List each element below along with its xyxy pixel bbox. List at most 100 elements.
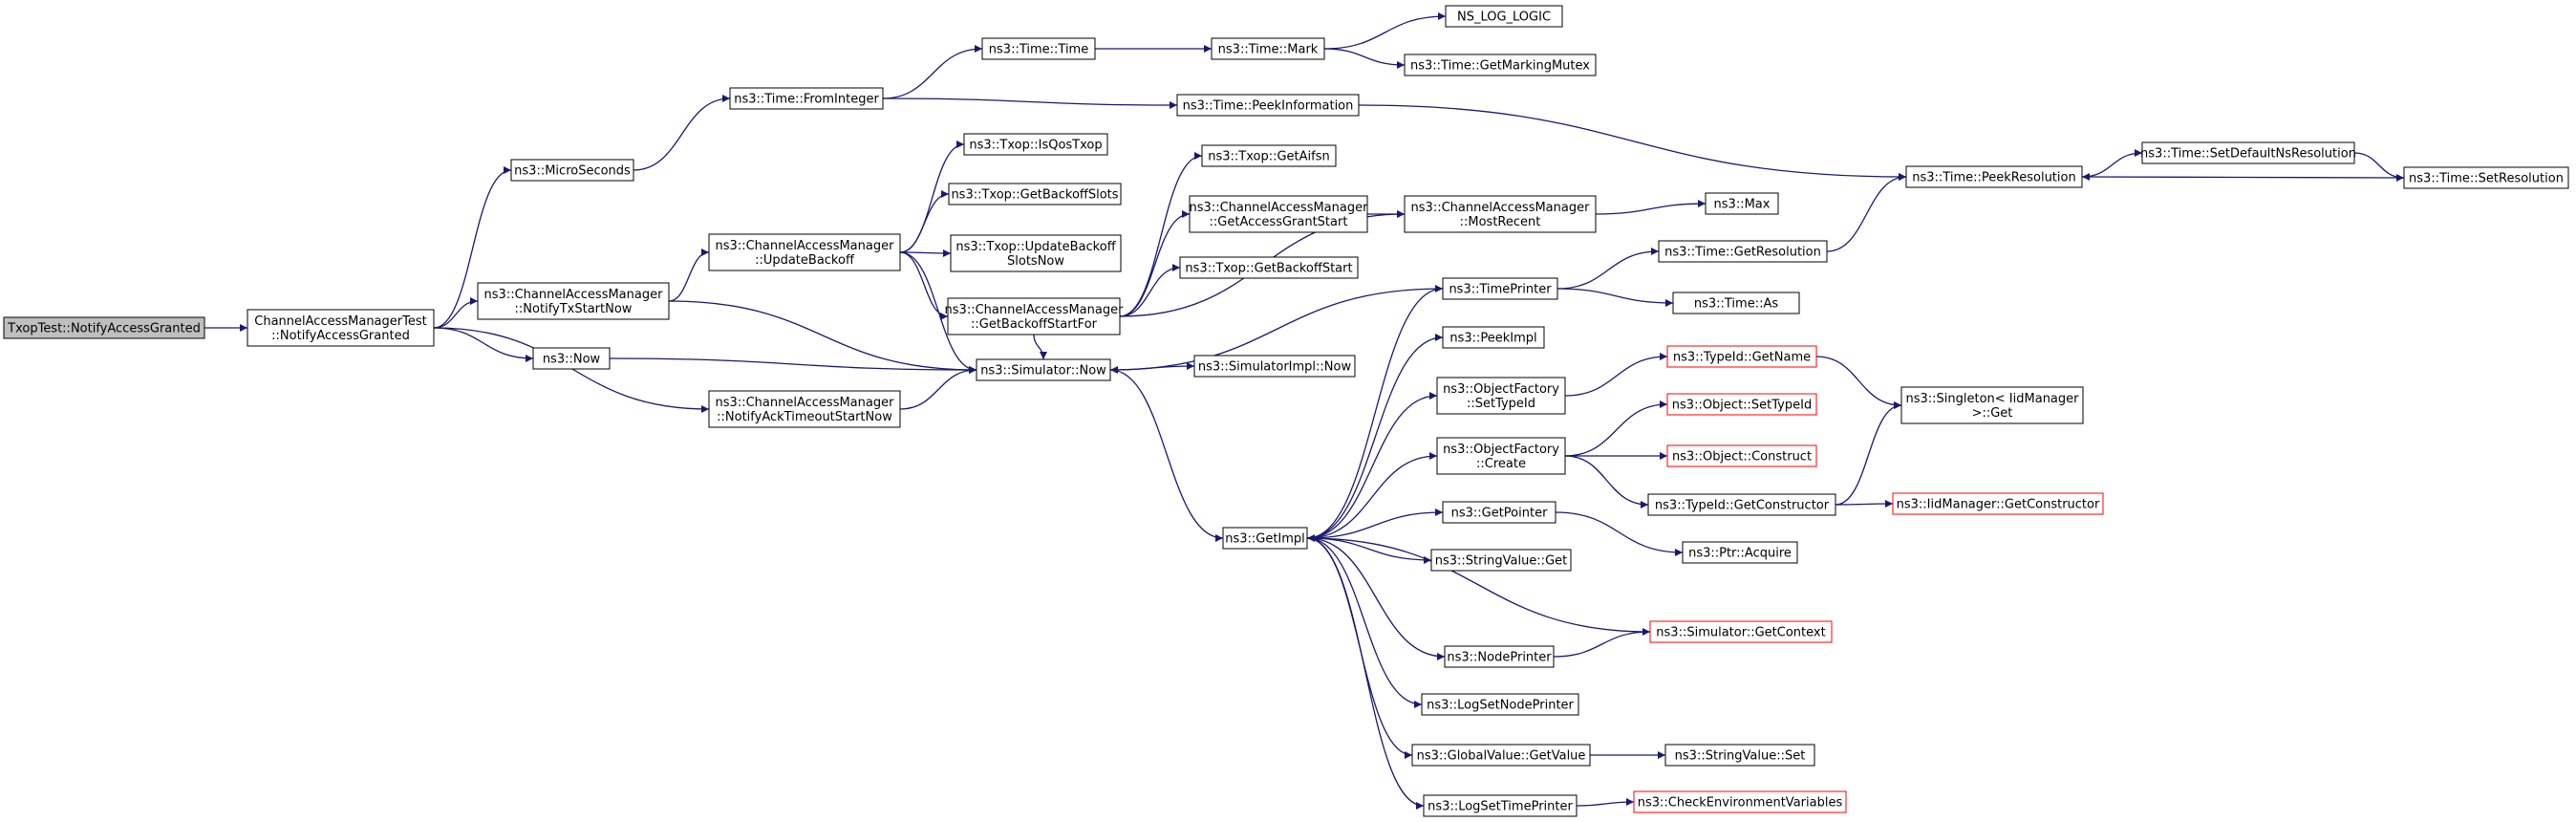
node-time-time[interactable]: ns3::Time::Time xyxy=(981,37,1096,60)
node-cam-nack[interactable]: ns3::ChannelAccessManager::NotifyAckTime… xyxy=(708,390,901,428)
node-sim-now[interactable]: ns3::Simulator::Now xyxy=(976,358,1111,381)
node-ptr-acquire[interactable]: ns3::Ptr::Acquire xyxy=(1682,541,1798,564)
node-peekinfo[interactable]: ns3::Time::PeekInformation xyxy=(1176,94,1360,117)
node-typeid-getname[interactable]: ns3::TypeId::GetName xyxy=(1666,345,1817,368)
node-peekimpl[interactable]: ns3::PeekImpl xyxy=(1442,326,1545,349)
node-label: ns3::Time::PeekInformation xyxy=(1183,99,1354,114)
node-nodeprinter[interactable]: ns3::NodePrinter xyxy=(1444,645,1555,668)
node-box xyxy=(1411,744,1591,767)
node-of-settid[interactable]: ns3::ObjectFactory::SetTypeId xyxy=(1436,377,1566,415)
node-label: ns3::ObjectFactory xyxy=(1443,443,1559,457)
node-box xyxy=(1649,620,1833,643)
node-sim-getctx[interactable]: ns3::Simulator::GetContext xyxy=(1649,620,1833,643)
node-label: ns3::TimePrinter xyxy=(1449,283,1552,297)
node-box xyxy=(947,297,1121,335)
node-gv-getvalue[interactable]: ns3::GlobalValue::GetValue xyxy=(1411,744,1591,767)
node-box xyxy=(1666,393,1817,416)
node-singleton-get[interactable]: ns3::Singleton< IidManager >::Get xyxy=(1900,386,2084,424)
node-cam-ntxs[interactable]: ns3::ChannelAccessManager::NotifyTxStart… xyxy=(477,282,670,320)
node-microseconds[interactable]: ns3::MicroSeconds xyxy=(510,159,634,182)
node-mark[interactable]: ns3::Time::Mark xyxy=(1211,37,1325,60)
node-box xyxy=(963,133,1108,156)
node-marking-mutex[interactable]: ns3::Time::GetMarkingMutex xyxy=(1404,54,1597,76)
node-getimpl[interactable]: ns3::GetImpl xyxy=(1222,527,1308,550)
edge-logsettp-to-checkenv xyxy=(1576,798,1635,807)
node-camt-nag[interactable]: ChannelAccessManagerTest::NotifyAccessGr… xyxy=(247,309,435,347)
node-box xyxy=(1436,437,1566,475)
node-ns-log-logic[interactable]: NS_LOG_LOGIC xyxy=(1445,5,1563,28)
node-iid-getctor[interactable]: ns3::IidManager::GetConstructor xyxy=(1892,492,2104,515)
edge-microseconds-to-fromint xyxy=(633,95,731,171)
node-max[interactable]: ns3::Max xyxy=(1705,192,1779,215)
edge-peekinfo-to-peekres xyxy=(1358,104,1907,181)
edge-typeid_getctor-to-singleton_get xyxy=(1835,401,1902,506)
edge-getimpl-to-nodeprinter xyxy=(1306,537,1446,660)
node-box xyxy=(1179,256,1359,279)
node-sv-get[interactable]: ns3::StringValue::Get xyxy=(1430,549,1572,572)
node-obj-settid[interactable]: ns3::Object::SetTypeId xyxy=(1666,393,1817,416)
node-of-create[interactable]: ns3::ObjectFactory::Create xyxy=(1436,437,1566,475)
node-box xyxy=(1444,645,1555,668)
node-getbs[interactable]: ns3::Txop::GetBackoffSlots xyxy=(948,183,1122,206)
node-label: ns3::Txop::GetAifsn xyxy=(1208,150,1330,164)
node-root[interactable]: TxopTest::NotifyAccessGranted xyxy=(3,316,205,339)
node-timeprinter[interactable]: ns3::TimePrinter xyxy=(1442,277,1558,300)
node-box xyxy=(1442,326,1545,349)
node-box xyxy=(1189,195,1368,233)
node-getbstart[interactable]: ns3::Txop::GetBackoffStart xyxy=(1179,256,1359,279)
node-label: ns3::CheckEnvironmentVariables xyxy=(1638,796,1843,811)
node-box xyxy=(708,233,901,271)
node-now[interactable]: ns3::Now xyxy=(532,347,611,370)
node-label: NS_LOG_LOGIC xyxy=(1457,11,1551,25)
node-setres[interactable]: ns3::Time::SetResolution xyxy=(2403,166,2569,189)
node-checkenv[interactable]: ns3::CheckEnvironmentVariables xyxy=(1633,790,1847,813)
node-box xyxy=(1666,444,1817,467)
node-box xyxy=(1900,386,2084,424)
node-peekres[interactable]: ns3::Time::PeekResolution xyxy=(1905,165,2083,188)
node-box xyxy=(1647,493,1836,516)
node-box xyxy=(1682,541,1798,564)
edge-cam_ub-to-cam_gbsf xyxy=(899,251,949,320)
node-box xyxy=(477,282,670,320)
node-label: ::UpdateBackoff xyxy=(755,253,855,268)
edge-cam_gbsf-to-getaifsn xyxy=(1119,152,1203,317)
node-setdefres[interactable]: ns3::Time::SetDefaultNsResolution xyxy=(2140,141,2356,164)
node-isqos[interactable]: ns3::Txop::IsQosTxop xyxy=(963,133,1108,156)
edge-mark-to-ns_log_logic xyxy=(1323,12,1447,50)
node-cam-gbsf[interactable]: ns3::ChannelAccessManager::GetBackoffSta… xyxy=(945,297,1125,335)
node-label: ::NotifyTxStartNow xyxy=(515,302,633,316)
node-cam-mr[interactable]: ns3::ChannelAccessManager::MostRecent xyxy=(1404,195,1597,233)
edge-of_settid-to-typeid_getname xyxy=(1564,353,1668,397)
node-label: ns3::LogSetNodePrinter xyxy=(1427,699,1574,713)
node-simimpl-now[interactable]: ns3::SimulatorImpl::Now xyxy=(1193,355,1356,378)
node-sv-set[interactable]: ns3::StringValue::Set xyxy=(1664,744,1815,767)
node-box xyxy=(510,159,634,182)
edge-camt_nag-to-cam_ntxs xyxy=(433,297,479,329)
node-fromint[interactable]: ns3::Time::FromInteger xyxy=(729,87,884,110)
node-time-getres[interactable]: ns3::Time::GetResolution xyxy=(1658,240,1828,263)
node-getaifsn[interactable]: ns3::Txop::GetAifsn xyxy=(1201,144,1337,167)
node-getpointer[interactable]: ns3::GetPointer xyxy=(1442,501,1556,524)
node-box xyxy=(532,347,611,370)
node-logsetnp[interactable]: ns3::LogSetNodePrinter xyxy=(1421,693,1579,716)
node-label: ns3::LogSetTimePrinter xyxy=(1428,800,1573,814)
node-label: ns3::TypeId::GetName xyxy=(1673,351,1811,365)
node-label: ns3::PeekImpl xyxy=(1449,332,1536,346)
node-cam-ub[interactable]: ns3::ChannelAccessManager::UpdateBackoff xyxy=(708,233,901,271)
node-obj-construct[interactable]: ns3::Object::Construct xyxy=(1666,444,1817,467)
node-logsettp[interactable]: ns3::LogSetTimePrinter xyxy=(1423,794,1578,817)
node-typeid-getctor[interactable]: ns3::TypeId::GetConstructor xyxy=(1647,493,1836,516)
node-time-as[interactable]: ns3::Time::As xyxy=(1672,292,1800,314)
node-label: ns3::SimulatorImpl::Now xyxy=(1198,360,1352,375)
edge-getimpl-to-logsetnp xyxy=(1306,537,1423,708)
node-box xyxy=(2141,141,2355,164)
node-box xyxy=(1404,195,1597,233)
node-box xyxy=(1445,5,1563,28)
edge-timeprinter-to-time_as xyxy=(1556,288,1674,307)
edge-cam_mr-to-max xyxy=(1595,200,1707,215)
node-label: ns3::ChannelAccessManager xyxy=(1411,201,1591,215)
node-cam-gags[interactable]: ns3::ChannelAccessManager::GetAccessGran… xyxy=(1189,195,1369,233)
edge-of_create-to-typeid_getctor xyxy=(1564,455,1649,508)
node-label: ns3::Time::Mark xyxy=(1218,43,1319,57)
